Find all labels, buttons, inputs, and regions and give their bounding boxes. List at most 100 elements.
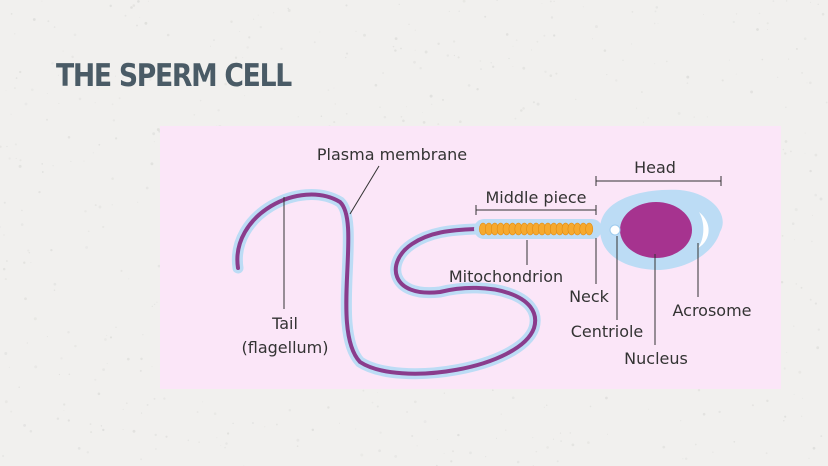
speckle	[392, 45, 395, 48]
speckle	[516, 460, 520, 464]
speckle	[2, 454, 5, 458]
speckle	[140, 458, 142, 461]
speckle	[155, 448, 157, 450]
speckle	[603, 49, 607, 52]
speckle	[132, 4, 136, 7]
speckle	[718, 410, 721, 414]
speckle	[429, 94, 433, 98]
speckle	[446, 54, 449, 57]
speckle	[56, 417, 60, 420]
speckle	[296, 438, 300, 442]
speckle	[371, 401, 374, 404]
speckle	[512, 45, 514, 47]
speckle	[360, 453, 364, 457]
speckle	[546, 404, 548, 406]
speckle	[106, 362, 108, 365]
speckle	[109, 4, 112, 8]
plasma-membrane-leader	[349, 165, 380, 215]
speckle	[98, 205, 102, 209]
speckle	[242, 57, 244, 59]
speckle	[406, 411, 409, 413]
speckle	[777, 76, 779, 79]
speckle	[515, 39, 518, 42]
speckle	[227, 432, 230, 435]
speckle	[4, 400, 8, 404]
speckle	[257, 14, 259, 16]
speckle	[817, 3, 819, 5]
speckle	[543, 406, 546, 408]
speckle	[751, 404, 754, 407]
speckle	[141, 412, 143, 414]
speckle	[232, 422, 234, 425]
speckle	[145, 186, 149, 190]
speckle	[782, 148, 785, 151]
speckle	[58, 102, 60, 104]
speckle	[543, 34, 546, 37]
speckle	[94, 378, 97, 381]
head-bracket	[595, 176, 722, 186]
speckle	[552, 438, 555, 440]
speckle	[153, 141, 155, 143]
speckle	[758, 12, 761, 15]
speckle	[441, 98, 445, 101]
speckle	[199, 99, 202, 102]
speckle	[274, 88, 276, 90]
speckle	[97, 87, 99, 90]
speckle	[41, 0, 43, 2]
speckle	[8, 366, 11, 369]
speckle	[532, 437, 534, 439]
speckle	[130, 6, 133, 9]
speckle	[622, 59, 624, 61]
speckle	[115, 326, 117, 328]
acrosome-label: Acrosome	[672, 301, 751, 320]
speckle	[631, 11, 634, 13]
speckle	[541, 3, 543, 5]
speckle	[800, 415, 803, 417]
speckle	[794, 208, 798, 212]
mitochondrion	[585, 222, 594, 236]
speckle	[703, 14, 704, 15]
speckle	[804, 132, 806, 134]
speckle	[33, 317, 37, 321]
speckle	[452, 40, 456, 43]
speckle	[363, 33, 366, 37]
speckle	[657, 22, 659, 24]
speckle	[783, 419, 785, 422]
speckle	[147, 0, 149, 2]
speckle	[338, 422, 341, 424]
speckle	[355, 30, 357, 32]
speckle	[784, 152, 787, 155]
speckle	[126, 357, 130, 361]
nucleus-shape	[620, 202, 692, 258]
speckle	[750, 90, 754, 94]
speckle	[106, 334, 108, 336]
speckle	[530, 49, 533, 51]
speckle	[112, 119, 116, 122]
speckle	[46, 92, 48, 95]
speckle	[111, 177, 114, 180]
head-label: Head	[634, 158, 676, 177]
speckle	[405, 106, 407, 108]
speckle	[508, 57, 510, 60]
speckle	[793, 325, 795, 327]
speckle	[400, 47, 402, 50]
speckle	[132, 429, 136, 433]
speckle	[677, 111, 681, 115]
speckle	[18, 386, 20, 389]
speckle	[732, 20, 735, 24]
speckle	[419, 66, 422, 70]
speckle	[92, 152, 94, 154]
speckle	[450, 460, 453, 463]
speckle	[217, 109, 220, 112]
speckle	[394, 49, 397, 52]
speckle	[814, 302, 817, 305]
speckle	[491, 389, 494, 392]
speckle	[810, 1, 812, 3]
speckle	[102, 428, 105, 432]
speckle	[264, 426, 266, 428]
speckle	[32, 18, 36, 21]
speckle	[142, 334, 144, 336]
speckle	[571, 443, 575, 447]
speckle	[3, 234, 5, 236]
speckle	[53, 282, 57, 286]
